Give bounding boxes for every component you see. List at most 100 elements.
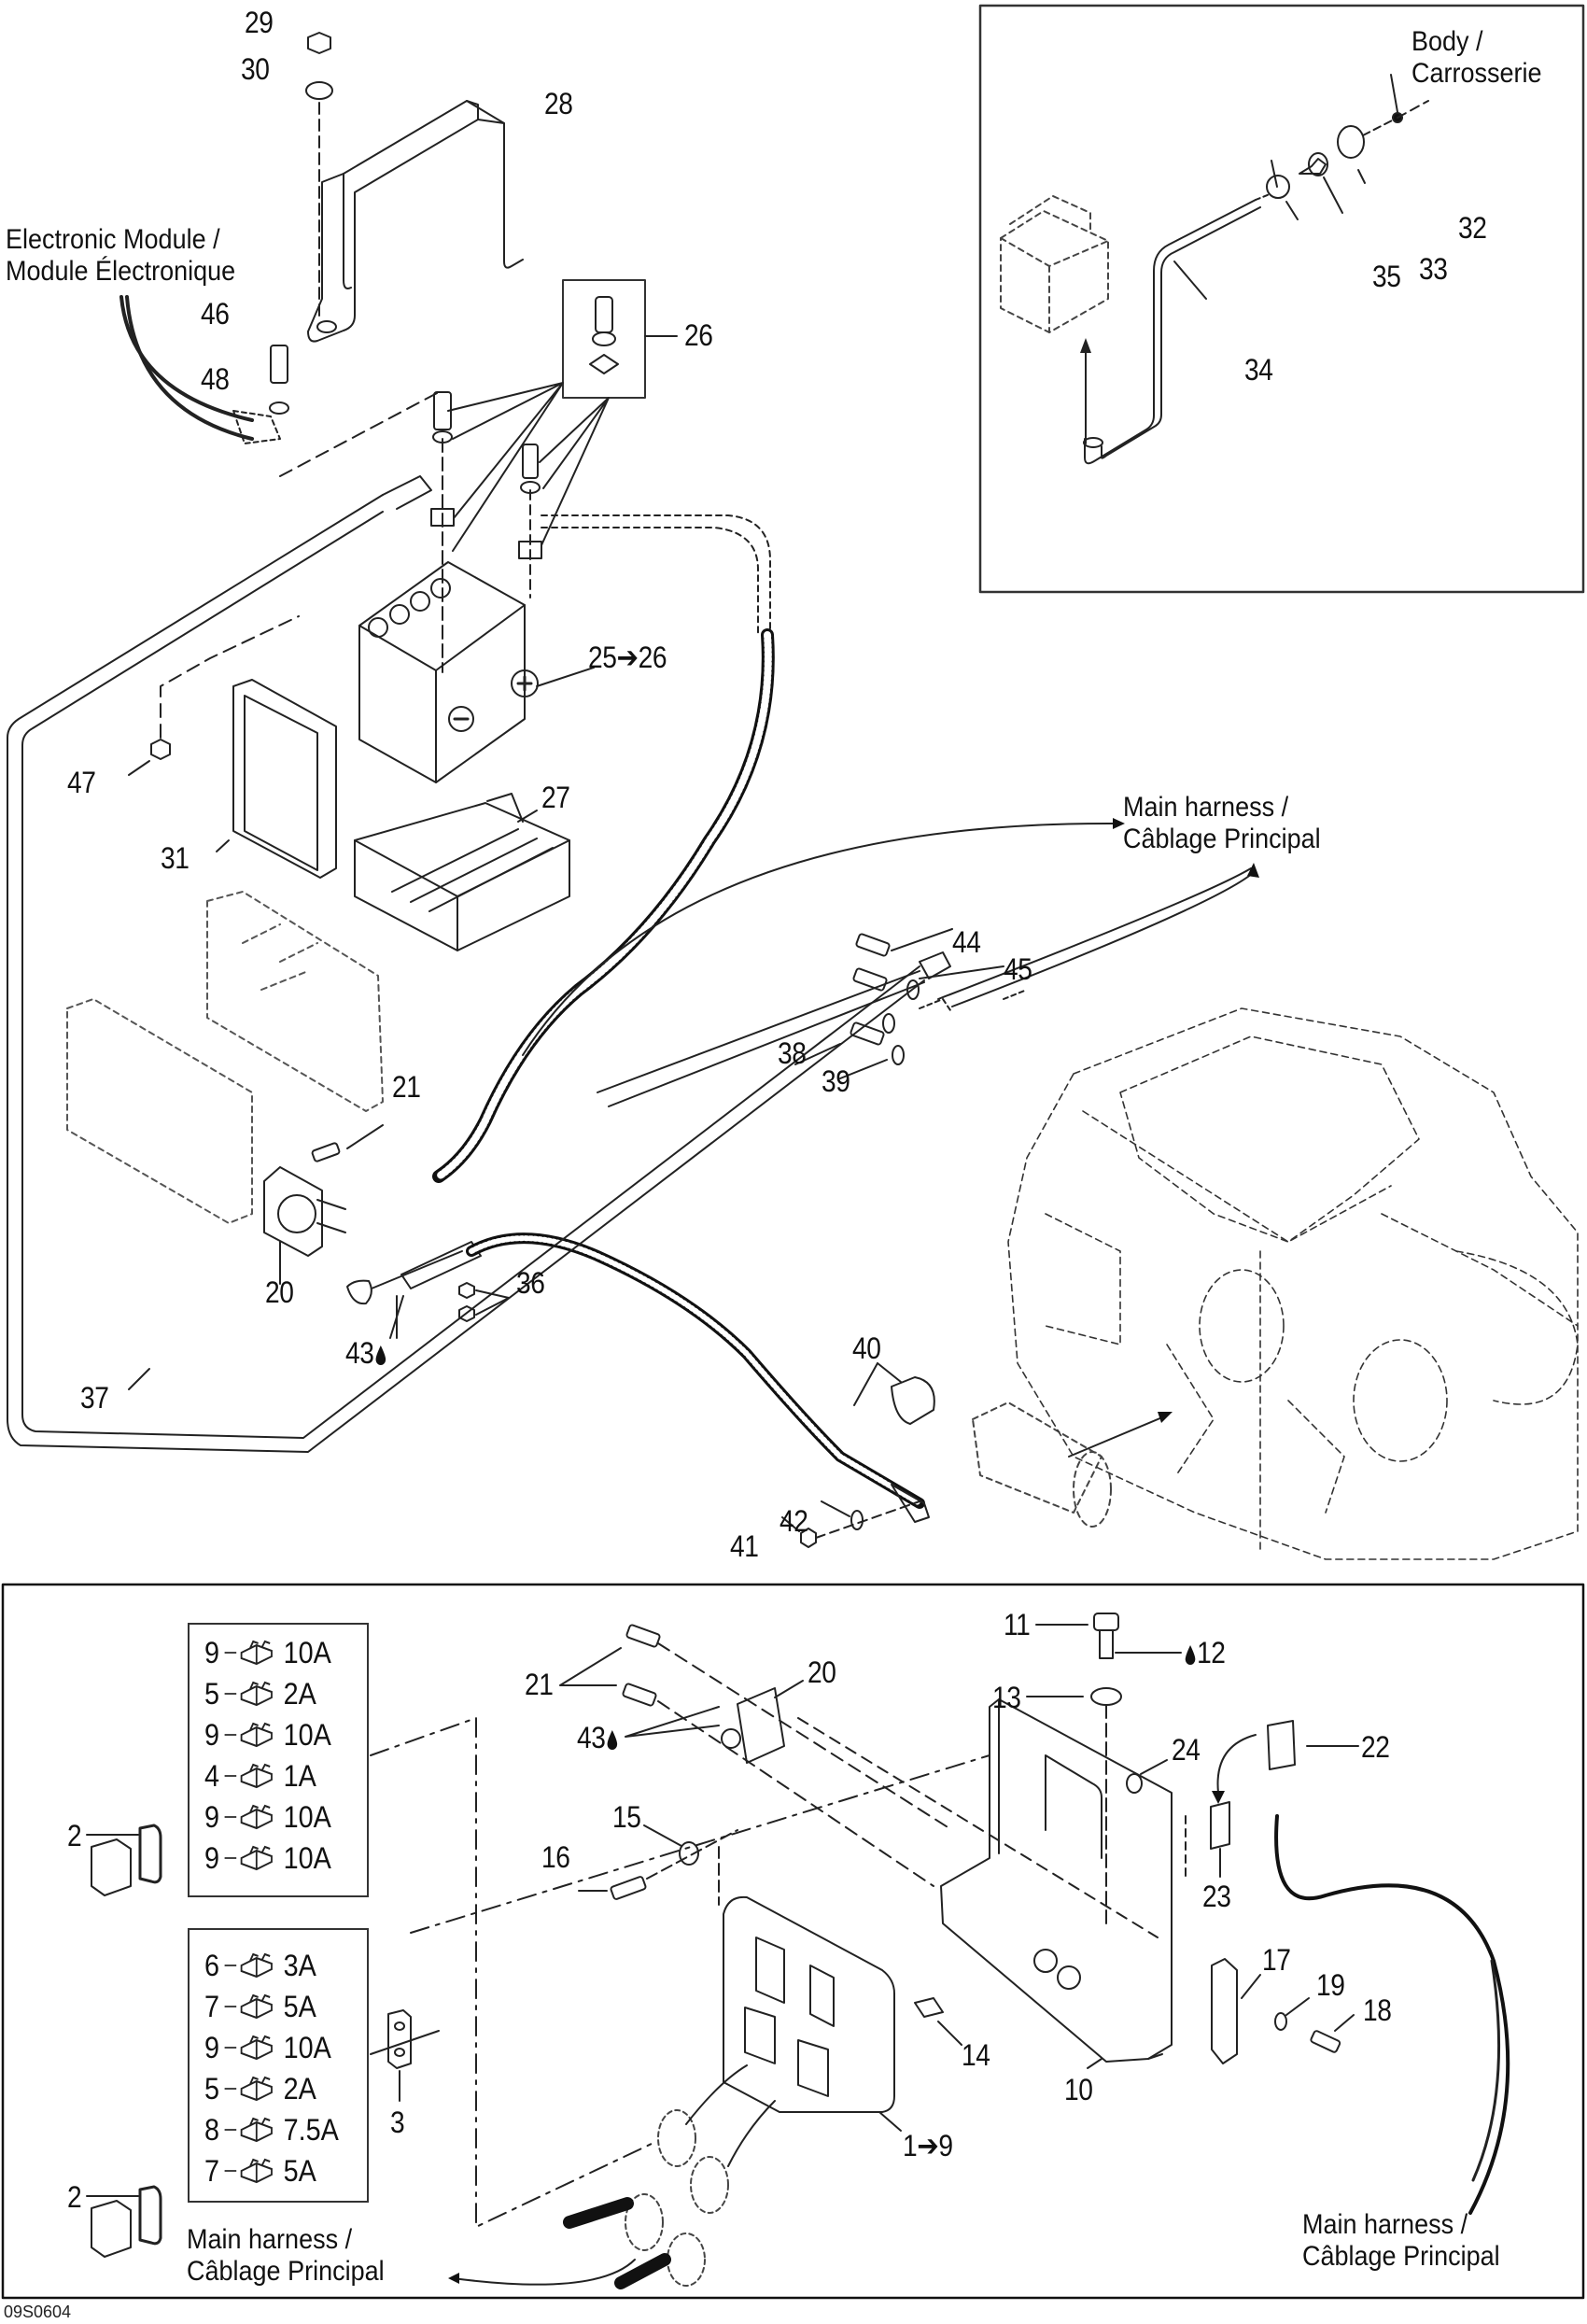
blade-fuse-icon <box>240 2035 273 2061</box>
hardware-kit-26-box <box>562 279 646 399</box>
callout-26: 26 <box>684 318 713 352</box>
blade-fuse-icon <box>240 1763 273 1789</box>
blade-fuse-icon <box>240 1845 273 1871</box>
electronic-module-1-9 <box>723 1895 895 2113</box>
blade-fuse-icon <box>240 1993 273 2020</box>
callout-20-bottom: 20 <box>808 1655 836 1689</box>
starter-solenoid-20 <box>263 1166 346 1257</box>
battery-25 <box>358 561 539 783</box>
callout-20: 20 <box>265 1275 294 1309</box>
callout-44: 44 <box>952 925 981 959</box>
note-electronic-module: Electronic Module / Module Électronique <box>6 224 236 287</box>
callout-21-bottom: 21 <box>525 1668 554 1701</box>
washer-30 <box>305 81 333 100</box>
callout-36: 36 <box>516 1266 545 1300</box>
battery-pad-31 <box>232 679 337 879</box>
callout-12-number: 12 <box>1197 1636 1226 1669</box>
callout-35: 35 <box>1372 260 1401 293</box>
blade-fuse-icon <box>240 1804 273 1830</box>
callout-30: 30 <box>241 52 270 86</box>
callout-40: 40 <box>852 1331 881 1365</box>
callout-29: 29 <box>245 6 274 39</box>
ground-cable-37 <box>7 494 925 1453</box>
callout-45: 45 <box>1004 952 1032 986</box>
grommet-32 <box>1337 125 1365 159</box>
ecm-bracket-10 <box>940 1698 1173 2063</box>
battery-tray-27 <box>354 802 570 951</box>
nut-29 <box>307 32 331 54</box>
harness-22 <box>1274 1814 1510 2215</box>
blade-fuse-icon <box>240 2117 273 2143</box>
callout-25-26: 25➔26 <box>588 641 667 674</box>
callout-11: 11 <box>1004 1608 1031 1641</box>
vent-tube <box>1084 199 1257 465</box>
callout-41: 41 <box>730 1529 759 1563</box>
starter-motor <box>972 1401 1112 1528</box>
callout-28: 28 <box>544 87 573 120</box>
callout-3: 3 <box>390 2106 405 2139</box>
callout-24: 24 <box>1172 1733 1201 1767</box>
fitting-33 <box>1308 152 1328 176</box>
inset-battery-ghost <box>1000 195 1109 333</box>
callout-14: 14 <box>962 2038 990 2072</box>
callout-43-bottom: 43 <box>577 1723 619 1753</box>
callout-27: 27 <box>541 781 570 814</box>
note-body: Body / Carrosserie <box>1411 26 1542 89</box>
blade-fuse-icon <box>240 2076 273 2102</box>
thread-locker-drop-icon <box>1185 1644 1196 1665</box>
callout-37: 37 <box>80 1381 109 1415</box>
nut-47 <box>150 739 171 760</box>
washer-48 <box>269 401 289 415</box>
callout-23: 23 <box>1202 1880 1231 1913</box>
blade-fuse-icon <box>240 1952 273 1979</box>
battery-bracket-28 <box>307 100 524 343</box>
bottom-frame <box>1 1583 1585 2300</box>
callout-33: 33 <box>1419 252 1448 286</box>
callout-43-bottom-number: 43 <box>577 1721 606 1754</box>
callout-48: 48 <box>201 362 230 396</box>
clamp-35 <box>1266 175 1290 199</box>
callout-38: 38 <box>778 1036 807 1070</box>
note-main-harness-bottom-left: Main harness / Câblage Principal <box>187 2224 385 2287</box>
callout-39: 39 <box>822 1064 850 1098</box>
note-main-harness-bottom-right: Main harness / Câblage Principal <box>1302 2209 1500 2272</box>
callout-32: 32 <box>1458 211 1487 245</box>
callout-47: 47 <box>67 766 96 799</box>
callout-12: 12 <box>1184 1638 1226 1668</box>
callout-15: 15 <box>612 1800 641 1834</box>
blade-fuse-icon <box>240 2158 273 2184</box>
callout-2-upper: 2 <box>67 1819 82 1852</box>
bolt-46 <box>270 345 288 384</box>
note-main-harness-top: Main harness / Câblage Principal <box>1123 792 1321 854</box>
callout-46: 46 <box>201 297 230 331</box>
fuse-holder-2a <box>91 1824 162 1896</box>
callout-43: 43 <box>345 1338 387 1368</box>
callout-10: 10 <box>1064 2073 1093 2106</box>
blade-fuse-icon <box>240 1640 273 1666</box>
inset-frame <box>978 4 1585 594</box>
callout-42: 42 <box>779 1504 808 1538</box>
blade-fuse-icon <box>240 1681 273 1707</box>
figure-code: 09S0604 <box>4 2303 72 2321</box>
thread-locker-drop-icon <box>607 1729 617 1750</box>
callout-43-number: 43 <box>345 1336 374 1370</box>
blade-fuse-icon <box>240 1722 273 1748</box>
callout-22: 22 <box>1361 1730 1390 1764</box>
engine-ghost <box>1007 1007 1579 1560</box>
strap-3 <box>387 2009 412 2069</box>
callout-16: 16 <box>541 1840 570 1874</box>
